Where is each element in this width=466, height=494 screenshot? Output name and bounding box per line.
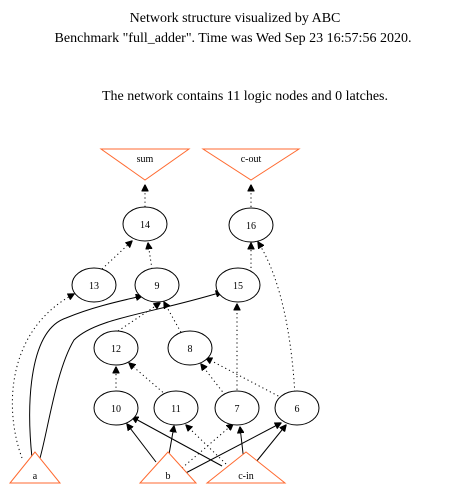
edge-b-10 xyxy=(127,424,157,463)
node-6-label: 6 xyxy=(295,404,300,415)
node-16: 16 xyxy=(228,207,274,243)
edge-a-9 xyxy=(29,296,142,459)
input-a-label: a xyxy=(33,471,38,482)
edge-13-14 xyxy=(101,241,132,270)
input-cin: c-in xyxy=(205,451,287,484)
edge-cin-6 xyxy=(255,425,286,463)
node-7: 7 xyxy=(214,390,260,426)
edge-cin-11 xyxy=(186,425,227,465)
edge-cin-10 xyxy=(132,417,223,467)
edge-6-8 xyxy=(206,358,283,399)
node-15: 15 xyxy=(215,267,261,303)
output-cout: c-out xyxy=(201,148,301,181)
edge-11-12 xyxy=(129,363,167,396)
node-16-label: 16 xyxy=(246,221,256,232)
output-sum-label: sum xyxy=(137,154,154,165)
title-line-2: Benchmark "full_adder". Time was Wed Sep… xyxy=(55,31,412,46)
node-14-label: 14 xyxy=(140,220,150,231)
node-12: 12 xyxy=(93,330,139,366)
edge-7-8 xyxy=(201,364,226,396)
node-13-label: 13 xyxy=(89,281,99,292)
title-line-1: Network structure visualized by ABC xyxy=(130,11,341,26)
node-10-label: 10 xyxy=(111,404,121,415)
input-triangle xyxy=(8,451,62,484)
node-11-label: 11 xyxy=(171,404,181,415)
input-triangle xyxy=(205,451,287,484)
input-b: b xyxy=(138,451,198,484)
output-triangle xyxy=(201,148,301,181)
node-13: 13 xyxy=(71,267,117,303)
input-b-label: b xyxy=(166,471,171,482)
edge-9-14 xyxy=(148,243,153,270)
node-9-label: 9 xyxy=(155,281,160,292)
node-14: 14 xyxy=(122,206,168,242)
edge-12-9 xyxy=(117,303,160,332)
input-cin-label: c-in xyxy=(238,471,254,482)
edge-6-16 xyxy=(258,242,296,397)
edge-a-15 xyxy=(39,292,222,459)
output-triangle xyxy=(99,148,191,181)
input-triangle xyxy=(138,451,198,484)
node-8-label: 8 xyxy=(188,344,193,355)
node-8: 8 xyxy=(167,330,213,366)
node-11: 11 xyxy=(153,390,199,426)
network-summary: The network contains 11 logic nodes and … xyxy=(102,89,388,104)
output-cout-label: c-out xyxy=(241,154,262,165)
output-sum: sum xyxy=(99,148,191,181)
node-7-label: 7 xyxy=(235,404,240,415)
input-a: a xyxy=(8,451,62,484)
node-15-label: 15 xyxy=(233,281,243,292)
node-10: 10 xyxy=(93,390,139,426)
node-12-label: 12 xyxy=(111,344,121,355)
edge-b-6 xyxy=(179,423,281,477)
node-9: 9 xyxy=(134,267,180,303)
node-6: 6 xyxy=(274,390,320,426)
